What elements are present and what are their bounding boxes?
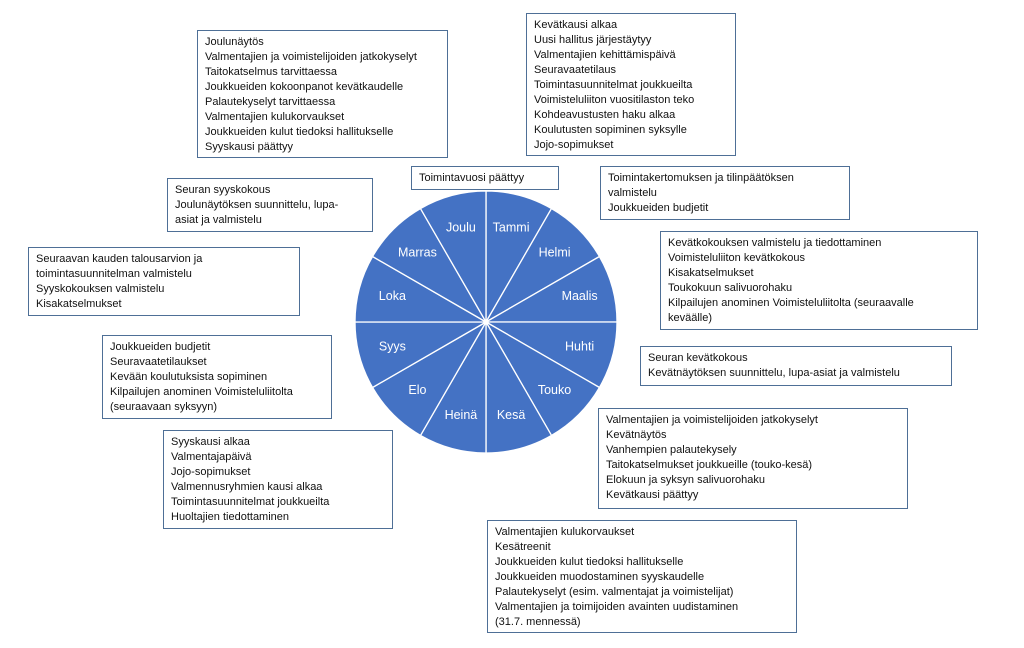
box-line: Seuran kevätkokous xyxy=(648,352,748,364)
box-line: Kisakatselmukset xyxy=(36,298,122,310)
box-line: Kisakatselmukset xyxy=(668,267,754,279)
box-line: Kevätkausi päättyy xyxy=(606,489,699,501)
month-label: Huhti xyxy=(565,339,594,353)
box-line: Kevään koulutuksista sopiminen xyxy=(110,371,268,383)
box-line: Joulunäytöksen suunnittelu, lupa- xyxy=(175,199,339,211)
month-label: Touko xyxy=(538,383,571,397)
title-box: Toimintavuosi päättyy xyxy=(411,166,559,190)
month-label: Elo xyxy=(408,383,426,397)
box-line: Voimisteluliiton vuositilaston teko xyxy=(534,94,695,106)
box-line: Uusi hallitus järjestäytyy xyxy=(534,34,652,46)
box-line: Joukkueiden kulut tiedoksi hallitukselle xyxy=(495,556,684,568)
box-line: Jojo-sopimukset xyxy=(171,466,251,478)
month-label: Maalis xyxy=(562,289,598,303)
box-line: Vanhempien palautekysely xyxy=(606,444,737,456)
box-line: toimintasuunnitelman valmistelu xyxy=(36,268,192,280)
box-line: Joukkueiden kokoonpanot kevätkaudelle xyxy=(205,81,404,93)
box-line: Valmentajien ja toimijoiden avainten uud… xyxy=(495,601,739,613)
box-line: Kevätnäytös xyxy=(606,429,667,441)
box-line: Seuravaatetilaus xyxy=(534,64,616,76)
box-line: Kevätkausi alkaa xyxy=(534,19,618,31)
box-line: Valmentajien ja voimistelijoiden jatkoky… xyxy=(606,414,818,426)
box-line: (31.7. mennessä) xyxy=(495,616,581,628)
box-line: Seuraavan kauden talousarvion ja xyxy=(36,253,203,265)
box-line: Taitokatselmus tarvittaessa xyxy=(205,66,338,78)
box-line: Joukkueiden budjetit xyxy=(608,202,709,214)
box-line: Valmentajien kulukorvaukset xyxy=(495,526,635,538)
box-line: Joukkueiden muodostaminen syyskaudelle xyxy=(495,571,705,583)
box-line: Kesätreenit xyxy=(495,541,551,553)
box-line: Syyskausi päättyy xyxy=(205,141,294,153)
box-line: Huoltajien tiedottaminen xyxy=(171,511,290,523)
box-line: Toukokuun salivuorohaku xyxy=(668,282,793,294)
wheel-sector-12 xyxy=(419,190,487,325)
october-box: Seuraavan kauden talousarvion ja toiminta… xyxy=(28,247,300,316)
box-line: Valmentajien kulukorvaukset xyxy=(205,111,345,123)
month-label: Syys xyxy=(379,339,406,353)
box-line: valmistelu xyxy=(608,187,657,199)
box-line: asiat ja valmistelu xyxy=(175,214,262,226)
box-line: Voimisteluliiton kevätkokous xyxy=(668,252,805,264)
box-line: Palautekyselyt (esim. valmentajat ja voi… xyxy=(495,586,734,598)
month-label: Tammi xyxy=(493,221,530,235)
box-line: Joukkueiden budjetit xyxy=(110,341,211,353)
february-box: Toimintakertomuksen ja tilinpäätöksen val… xyxy=(600,166,850,220)
box-line: Elokuun ja syksyn salivuorohaku xyxy=(606,474,765,486)
box-line: (seuraavaan syksyyn) xyxy=(110,401,217,413)
box-line: Palautekyselyt tarvittaessa xyxy=(205,96,336,108)
month-label: Helmi xyxy=(539,246,571,260)
box-line: Jojo-sopimukset xyxy=(534,139,614,151)
box-line: Valmentajapäivä xyxy=(171,451,252,463)
month-label: Loka xyxy=(379,289,406,303)
month-label: Joulu xyxy=(446,221,476,235)
box-line: Taitokatselmukset joukkueille (touko-kes… xyxy=(606,459,813,471)
box-line: Toimintakertomuksen ja tilinpäätöksen xyxy=(608,172,794,184)
box-line: keväälle) xyxy=(668,312,713,324)
box-line: Seuravaatetilaukset xyxy=(110,356,207,368)
box-line: Syyskausi alkaa xyxy=(171,436,250,448)
box-line: Valmentajien ja voimistelijoiden jatkoky… xyxy=(205,51,417,63)
box-line: Koulutusten sopiminen syksylle xyxy=(534,124,687,136)
box-line: Kilpailujen anominen Voimisteluliitolta xyxy=(110,386,293,398)
box-line: Joulunäytös xyxy=(205,36,264,48)
box-line: Kohdeavustusten haku alkaa xyxy=(534,109,676,121)
title-text: Toimintavuosi päättyy xyxy=(419,172,525,184)
may-box: Valmentajien ja voimistelijoiden jatkoky… xyxy=(598,408,908,509)
box-line: Kilpailujen anominen Voimisteluliitolta … xyxy=(668,297,914,309)
box-line: Joukkueiden kulut tiedoksi hallitukselle xyxy=(205,126,394,138)
box-line: Kevätnäytöksen suunnittelu, lupa-asiat j… xyxy=(648,367,900,379)
month-label: Kesä xyxy=(497,408,526,422)
box-line: Toimintasuunnitelmat joukkueilta xyxy=(534,79,693,91)
box-line: Toimintasuunnitelmat joukkueilta xyxy=(171,496,330,508)
box-line: Kevätkokouksen valmistelu ja tiedottamin… xyxy=(668,237,882,249)
month-label: Heinä xyxy=(445,408,478,422)
box-line: Valmennusryhmien kausi alkaa xyxy=(171,481,323,493)
box-line: Valmentajien kehittämispäivä xyxy=(534,49,676,61)
box-line: Seuran syyskokous xyxy=(175,184,271,196)
month-label: Marras xyxy=(398,246,437,260)
box-line: Syyskokouksen valmistelu xyxy=(36,283,165,295)
march-box: Kevätkokouksen valmistelu ja tiedottamin… xyxy=(660,231,978,330)
